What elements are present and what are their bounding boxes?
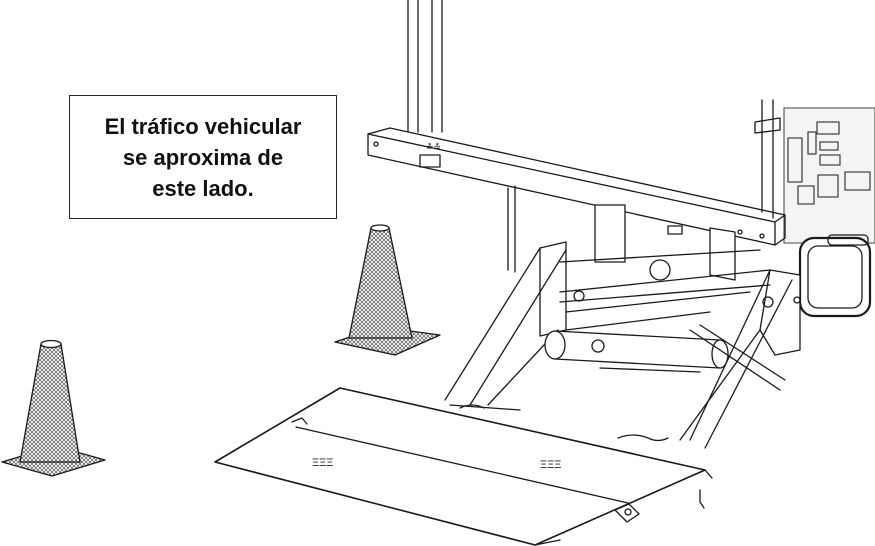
truck-body: [407, 0, 875, 244]
platform: ΞΞΞ ΞΞΞ: [214, 387, 713, 546]
tail-light: [798, 234, 872, 318]
callout-line-1: El tráfico vehicular: [104, 113, 302, 139]
traffic-cone-right: [334, 224, 441, 356]
svg-text:ΞΞΞ: ΞΞΞ: [540, 459, 561, 471]
traffic-cone-left: [1, 339, 106, 477]
rear-bumper: ≛≛: [367, 127, 786, 246]
traffic-direction-callout: El tráfico vehicular se aproxima de este…: [69, 95, 337, 219]
svg-text:≛≛: ≛≛: [426, 142, 441, 152]
svg-text:ΞΞΞ: ΞΞΞ: [312, 457, 333, 469]
callout-line-2: se aproxima de: [122, 144, 284, 170]
callout-text: El tráfico vehicular se aproxima de este…: [105, 111, 302, 204]
lift-mechanism: [444, 185, 801, 449]
callout-line-3: este lado.: [152, 175, 254, 201]
